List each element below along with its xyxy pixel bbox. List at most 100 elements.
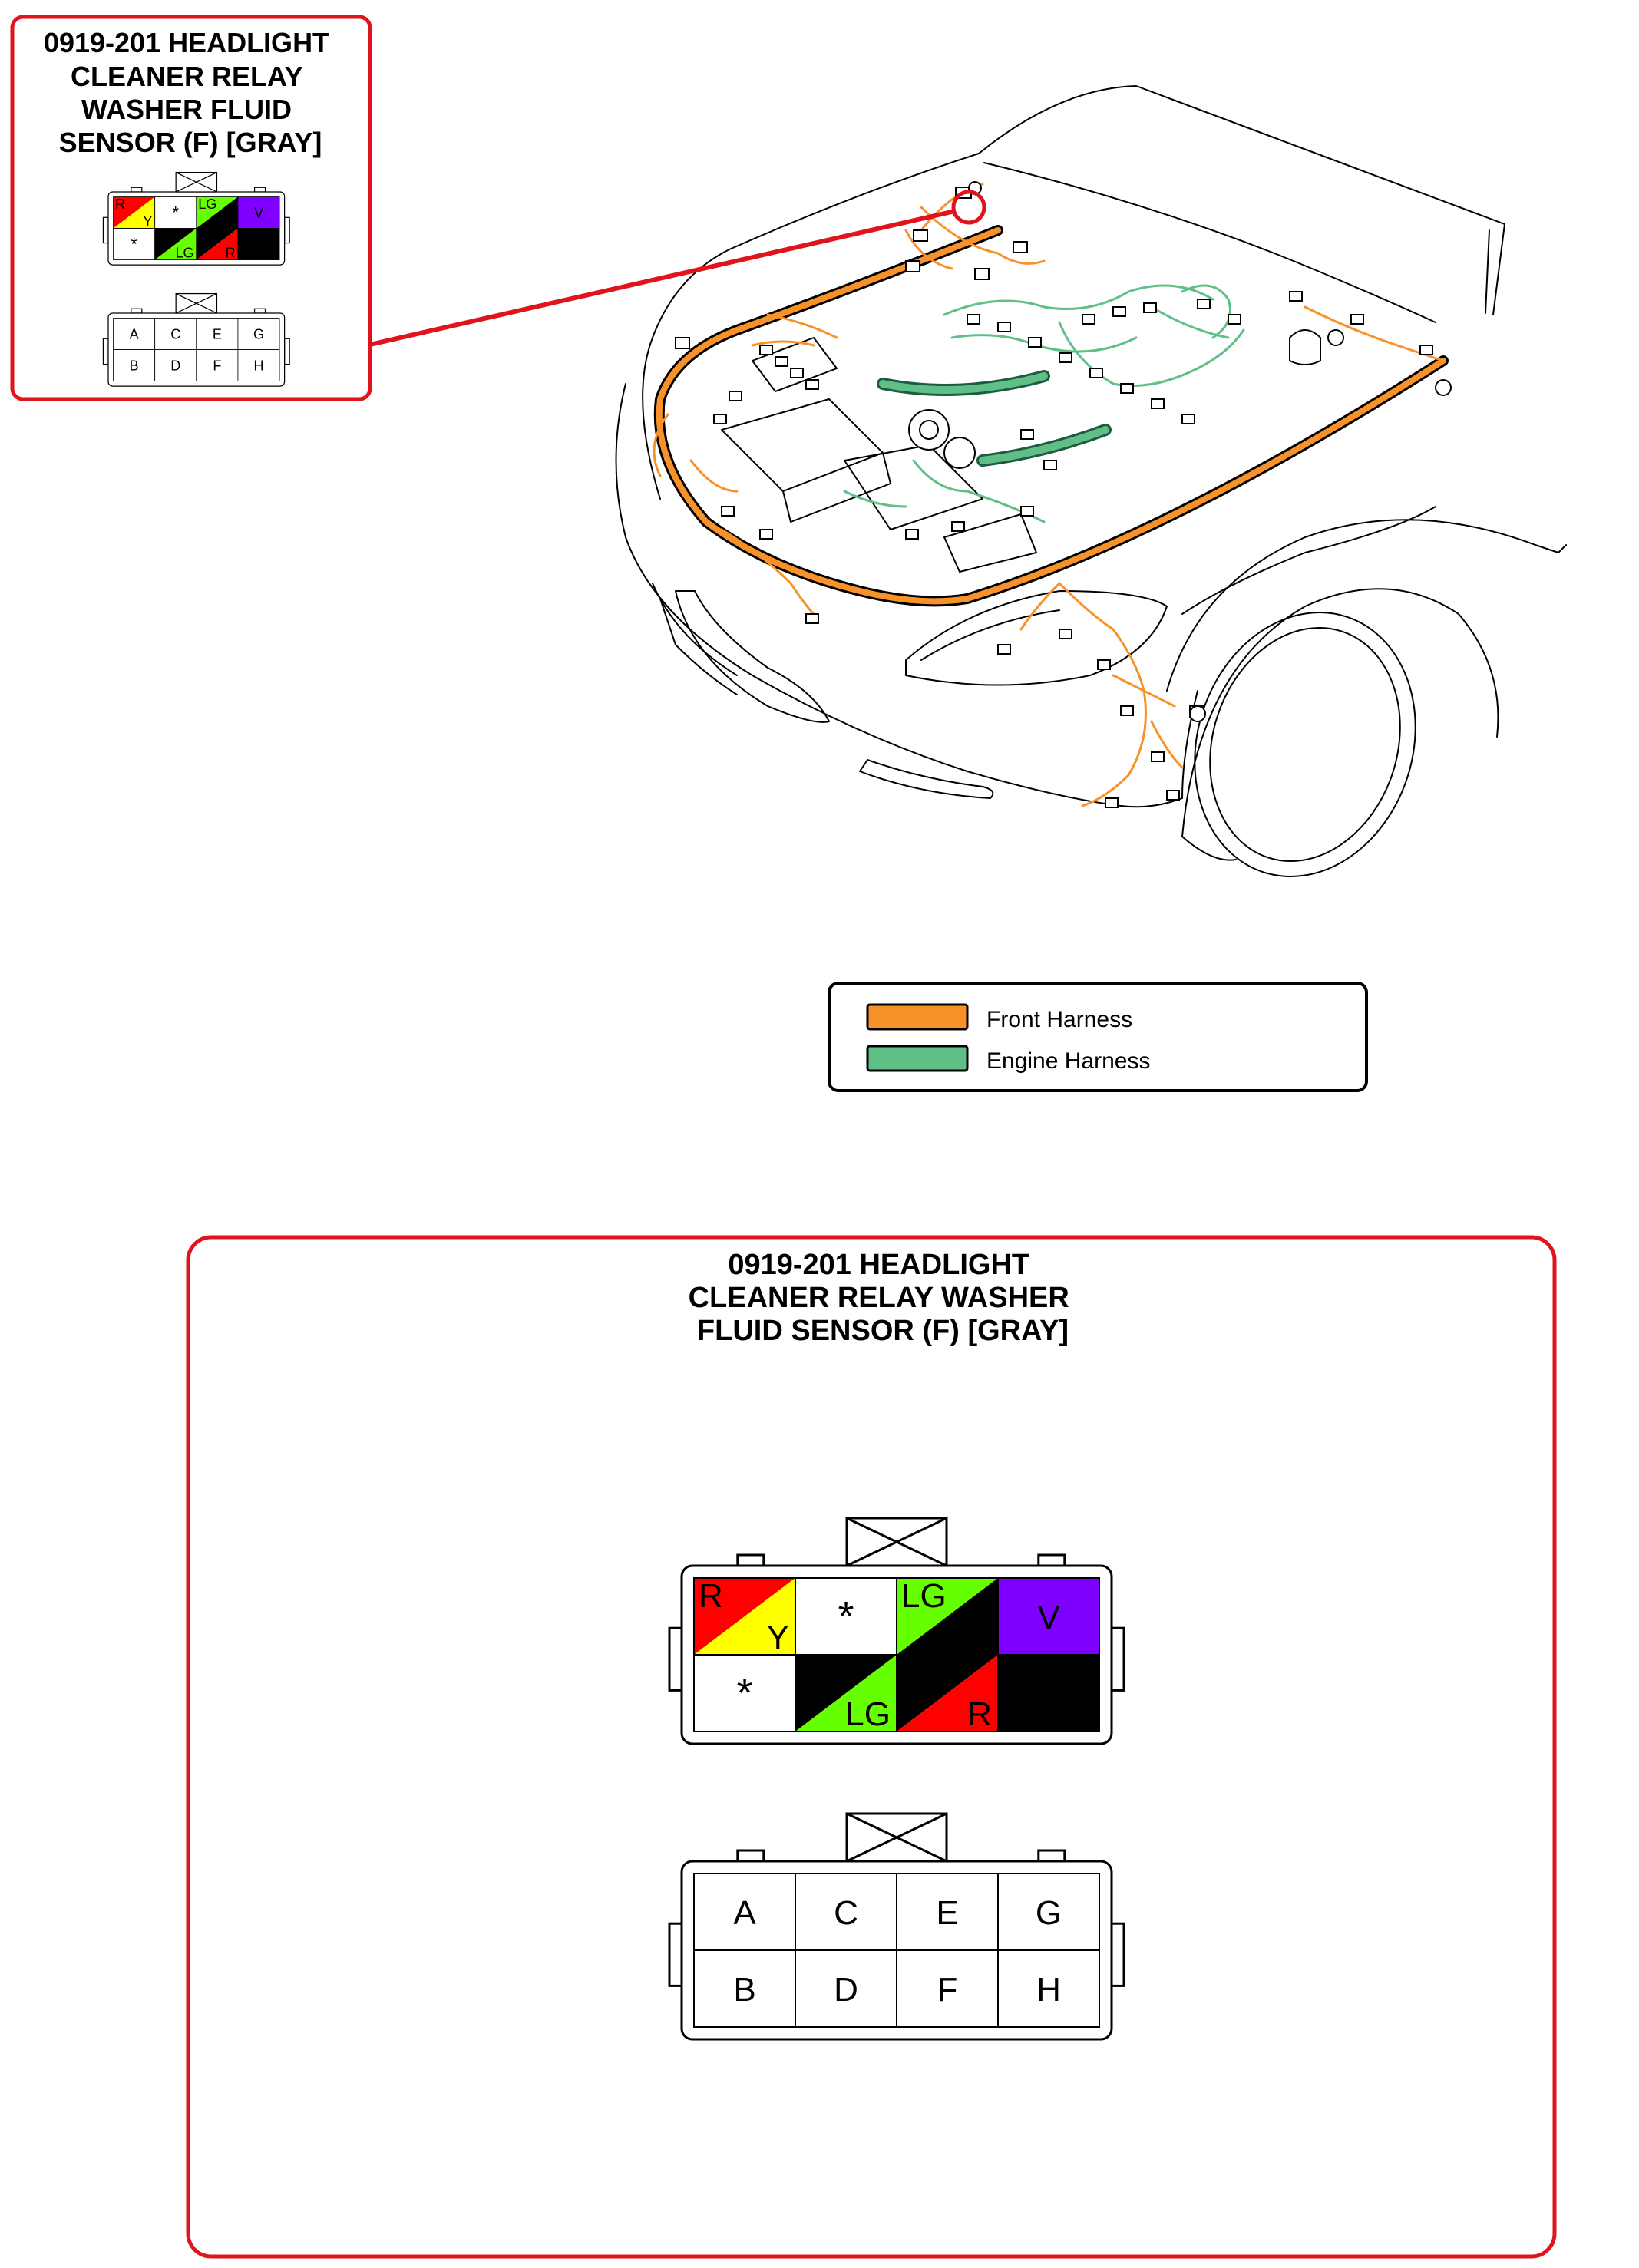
callout-colored-side-tab-left: [102, 216, 109, 244]
callout-colored-cell-G-label: V: [254, 206, 263, 221]
detail-pin-side-tab-right: [1110, 1922, 1125, 1987]
detail-pin-top-tab-right: [1037, 1849, 1066, 1863]
detail-pin-pin-C: [795, 1873, 897, 1951]
detail-colored-cell-B: *: [693, 1654, 796, 1732]
detail-colored-cell-C-mark: *: [838, 1593, 854, 1639]
detail-title-line-3: FLUID SENSOR (F) [GRAY]: [697, 1315, 1069, 1347]
detail-pin-pin-F: [896, 1949, 999, 2028]
vehicle-illustration: [615, 85, 1567, 877]
callout-pin-side-tab-right: [283, 338, 290, 365]
engine-harness-wiring: [843, 284, 1245, 523]
connector-location-marker: [951, 190, 986, 225]
detail-colored-latch-cross-b: [846, 1517, 947, 1567]
detail-pin-pin-A-label: A: [733, 1894, 756, 1932]
callout-colored-cell-H-label: B: [254, 237, 263, 253]
callout-pin-latch-cross-b: [175, 293, 217, 314]
callout-pin-pin-F-label: F: [213, 358, 221, 374]
detail-pin-pin-H: [997, 1949, 1100, 2028]
detail-title-line-2: CLEANER RELAY WASHER: [689, 1282, 1069, 1314]
callout-pin-pin-B: [113, 349, 156, 381]
detail-title-line-1: 0919-201 HEADLIGHT: [728, 1249, 1029, 1281]
detail-pin-latch-cross-b: [846, 1812, 947, 1863]
legend-label-front-harness: Front Harness: [986, 1007, 1132, 1032]
callout-pin-top-tab-right: [253, 308, 266, 314]
callout-colored-cell-A-upper-label: R: [115, 196, 125, 212]
callout-colored-cell-G: V: [237, 196, 280, 229]
detail-colored-cell-F-upper-label: B: [901, 1654, 924, 1692]
callout-colored-cell-H: B: [237, 228, 280, 260]
detail-box: 0919-201 HEADLIGHT CLEANER RELAY WASHER …: [186, 1235, 1557, 2259]
callout-colored-latch-cross-b: [175, 172, 217, 193]
detail-pin-pin-D-label: D: [834, 1971, 858, 2009]
detail-colored-cell-F: BR: [896, 1654, 999, 1733]
callout-pin-pin-C-label: C: [170, 327, 180, 342]
callout-colored-cell-E-lower-label: B: [226, 213, 236, 229]
detail-colored-cell-G: V: [997, 1577, 1100, 1656]
callout-colored-top-tab-left: [131, 187, 143, 193]
detail-colored-cell-F-lower-label: R: [967, 1695, 992, 1733]
callout-colored-cell-B-mark: *: [131, 234, 137, 253]
callout-title: 0919-201 HEADLIGHT CLEANER RELAY WASHER …: [44, 27, 337, 158]
callout-pin-pin-C: [154, 318, 197, 350]
callout-title-line-4: SENSOR (F) [GRAY]: [59, 127, 322, 158]
callout-colored-side-tab-right: [283, 216, 290, 244]
detail-pin-pin-B-label: B: [733, 1971, 755, 2009]
callout-box: 0919-201 HEADLIGHT CLEANER RELAY WASHER …: [10, 15, 372, 401]
callout-pin-pin-A-label: A: [130, 327, 139, 342]
detail-colored-cell-D-lower-label: LG: [845, 1695, 891, 1733]
callout-colored-cell-F: BR: [196, 228, 239, 260]
detail-pin-pin-E-label: E: [936, 1894, 958, 1932]
callout-colored-cell-F-lower-label: R: [226, 245, 236, 260]
callout-pin-pin-G: [237, 318, 280, 350]
callout-colored-top-tab-right: [253, 187, 266, 193]
callout-pin-side-tab-left: [102, 338, 109, 365]
callout-pin-pin-E-label: E: [213, 327, 222, 342]
connector-blocks: [675, 181, 1452, 808]
detail-colored-cell-D: BLG: [795, 1654, 897, 1733]
detail-pin-pin-D: [795, 1949, 897, 2028]
callout-colored-cell-E-upper-label: LG: [198, 196, 216, 212]
callout-colored-cell-D-upper-label: B: [157, 228, 166, 243]
legend-swatch-engine-harness: [866, 1045, 969, 1072]
callout-pin-pin-D-label: D: [170, 358, 180, 374]
callout-colored-cell-C-mark: *: [172, 203, 179, 222]
detail-colored-cell-E-lower-label: B: [970, 1619, 992, 1656]
callout-colored-cell-C: *: [154, 196, 197, 229]
detail-colored-cell-A-upper-label: R: [699, 1577, 723, 1615]
detail-pin-pin-F-label: F: [937, 1971, 958, 2009]
detail-colored-top-tab-right: [1037, 1553, 1066, 1567]
detail-pin-pin-G: [997, 1873, 1100, 1951]
detail-pin-side-tab-left: [668, 1922, 683, 1987]
harness-legend: Front Harness Engine Harness: [828, 982, 1368, 1092]
detail-colored-top-tab-left: [736, 1553, 765, 1567]
detail-pin-pin-A: [693, 1873, 796, 1951]
callout-pin-pin-H: [237, 349, 280, 381]
detail-colored-cell-C: *: [795, 1577, 897, 1656]
callout-pin-top-tab-left: [131, 308, 143, 314]
callout-title-line-2: CLEANER RELAY: [71, 61, 303, 92]
callout-pin-pin-G-label: G: [253, 327, 264, 342]
legend-label-engine-harness: Engine Harness: [986, 1048, 1150, 1074]
detail-colored-cell-A-lower-label: Y: [767, 1619, 789, 1656]
callout-pin-pin-F: [196, 349, 239, 381]
callout-colored-cell-A: RY: [113, 196, 156, 229]
detail-colored-cell-H-label: B: [1037, 1675, 1059, 1713]
detail-pin-pin-C-label: C: [834, 1894, 858, 1932]
callout-leader-line: [369, 209, 956, 347]
detail-pin-pin-G-label: G: [1036, 1894, 1062, 1932]
detail-colored-cell-E-upper-label: LG: [901, 1577, 947, 1615]
callout-title-line-3: WASHER FLUID: [81, 94, 292, 125]
callout-colored-cell-D: B LG: [154, 228, 197, 260]
callout-colored-cell-D-lower-label: LG: [175, 245, 193, 260]
detail-title: 0919-201 HEADLIGHT CLEANER RELAY WASHER …: [689, 1249, 1078, 1347]
detail-pin-top-tab-left: [736, 1849, 765, 1863]
callout-colored-cell-E: LG B: [196, 196, 239, 229]
detail-colored-side-tab-right: [1110, 1626, 1125, 1692]
detail-colored-cell-B-mark: *: [736, 1670, 752, 1716]
detail-colored-cell-E: LG B: [896, 1577, 999, 1656]
